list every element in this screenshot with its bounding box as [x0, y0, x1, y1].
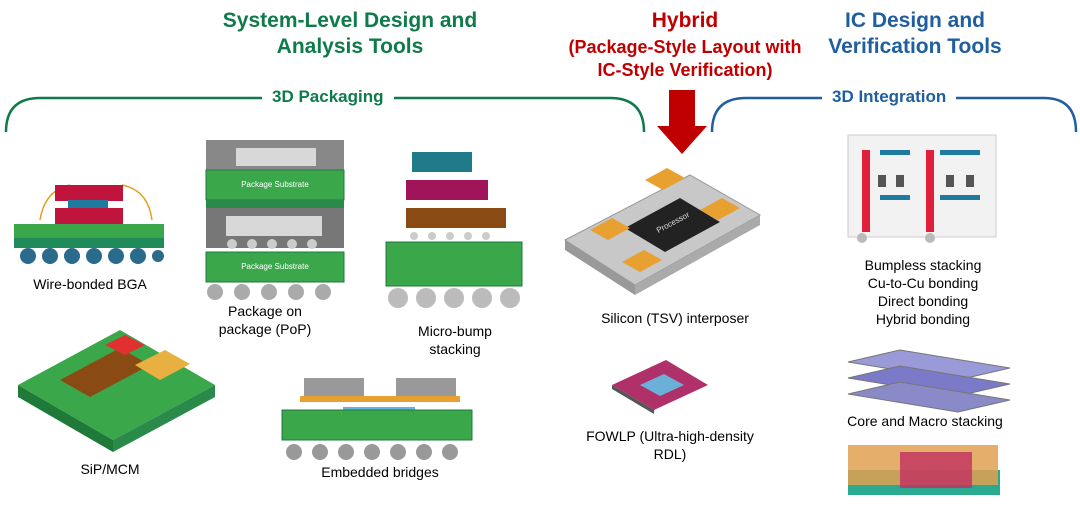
wire-bonded-bga-drawing	[14, 184, 164, 264]
caption-bumpless-line-1: Bumpless stacking	[864, 257, 982, 273]
interposer-drawing	[564, 168, 762, 295]
sip-drawing	[18, 330, 215, 452]
section-3d-packaging: 3D Packaging	[262, 87, 394, 107]
layered-stack-drawing	[848, 445, 1000, 495]
hybrid-arrow	[657, 90, 707, 154]
caption-wire-bonded-bga: Wire-bonded BGA	[33, 276, 147, 292]
bridges-drawing	[281, 378, 473, 460]
pop-drawing	[205, 140, 345, 300]
core-macro-drawing	[847, 349, 1011, 413]
caption-micro-bump: Micro-bump stacking	[418, 323, 492, 357]
header-system-level: System-Level Design and Analysis Tools	[222, 9, 478, 58]
micro-bump-drawing	[385, 152, 523, 308]
caption-bumpless: Bumpless stacking Cu-to-Cu bonding Direc…	[838, 256, 1008, 328]
caption-fowlp: FOWLP (Ultra-high-density RDL)	[586, 428, 754, 462]
header-hybrid-title: Hybrid	[651, 9, 719, 32]
header-ic-design: IC Design and Verification Tools	[828, 9, 1002, 58]
caption-bridges: Embedded bridges	[321, 464, 439, 480]
caption-bumpless-line-2: Cu-to-Cu bonding	[867, 275, 979, 291]
caption-bumpless-line-4: Hybrid bonding	[875, 311, 971, 327]
header-hybrid-subtitle: (Package-Style Layout with IC-Style Veri…	[568, 37, 802, 80]
caption-core-macro: Core and Macro stacking	[847, 413, 1003, 429]
fowlp-drawing	[612, 360, 708, 414]
pop-substrate-label-top: Package Substrate	[241, 180, 309, 189]
section-3d-integration: 3D Integration	[822, 87, 957, 107]
caption-sip: SiP/MCM	[80, 461, 140, 477]
caption-bumpless-line-3: Direct bonding	[877, 293, 969, 309]
caption-interposer: Silicon (TSV) interposer	[601, 310, 749, 326]
pop-substrate-label-bottom: Package Substrate	[241, 262, 309, 271]
caption-pop: Package on package (PoP)	[218, 303, 312, 337]
bumpless-drawing	[847, 134, 997, 243]
